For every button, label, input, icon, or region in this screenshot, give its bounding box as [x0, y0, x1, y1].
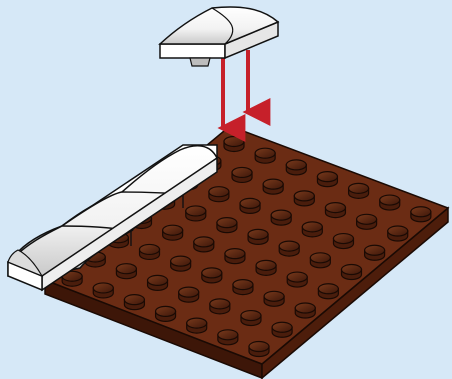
baseplate-stud: [194, 237, 214, 252]
baseplate-stud: [272, 322, 292, 337]
floating-tile-underside: [190, 58, 210, 66]
baseplate-stud: [240, 198, 260, 213]
baseplate-stud: [218, 330, 238, 345]
baseplate-stud: [286, 160, 306, 175]
baseplate-stud: [140, 244, 160, 259]
baseplate-stud: [225, 249, 245, 264]
baseplate-stud: [217, 218, 237, 233]
baseplate-stud: [249, 342, 269, 357]
baseplate-stud: [224, 136, 244, 151]
baseplate-stud: [264, 291, 284, 306]
baseplate-stud: [233, 280, 253, 295]
baseplate-stud: [365, 245, 385, 260]
baseplate-stud: [209, 187, 229, 202]
baseplate-stud: [349, 183, 369, 198]
placement-arrows: [223, 50, 248, 128]
baseplate-stud: [294, 191, 314, 206]
baseplate-stud: [156, 306, 176, 321]
baseplate-stud: [255, 148, 275, 163]
baseplate-stud: [318, 284, 338, 299]
baseplate-stud: [179, 287, 199, 302]
baseplate-stud: [171, 256, 191, 271]
baseplate-stud: [333, 234, 353, 249]
baseplate-stud: [287, 272, 307, 287]
baseplate-stud: [357, 214, 377, 229]
baseplate-stud: [202, 268, 222, 283]
floating-tile-front-face: [160, 44, 225, 58]
baseplate-stud: [302, 222, 322, 237]
baseplate-stud: [256, 260, 276, 275]
baseplate-stud: [263, 179, 283, 194]
baseplate-stud: [124, 295, 144, 310]
baseplate-stud: [380, 195, 400, 210]
baseplate-stud: [148, 275, 168, 290]
baseplate-stud: [241, 311, 261, 326]
baseplate-stud: [187, 318, 207, 333]
baseplate-stud: [279, 241, 299, 256]
baseplate-stud: [186, 206, 206, 221]
baseplate-stud: [210, 299, 230, 314]
baseplate-stud: [163, 225, 183, 240]
baseplate-stud: [271, 210, 291, 225]
baseplate-stud: [310, 253, 330, 268]
baseplate-stud: [325, 203, 345, 218]
floating-curved-tile: [160, 7, 278, 66]
baseplate-stud: [317, 172, 337, 187]
baseplate-stud: [116, 264, 136, 279]
baseplate-stud: [341, 265, 361, 280]
baseplate-stud: [232, 167, 252, 182]
baseplate-stud: [295, 303, 315, 318]
baseplate-stud: [248, 229, 268, 244]
baseplate-stud: [93, 283, 113, 298]
baseplate-stud: [411, 207, 431, 222]
baseplate-stud: [388, 226, 408, 241]
brown-baseplate: [45, 126, 448, 378]
